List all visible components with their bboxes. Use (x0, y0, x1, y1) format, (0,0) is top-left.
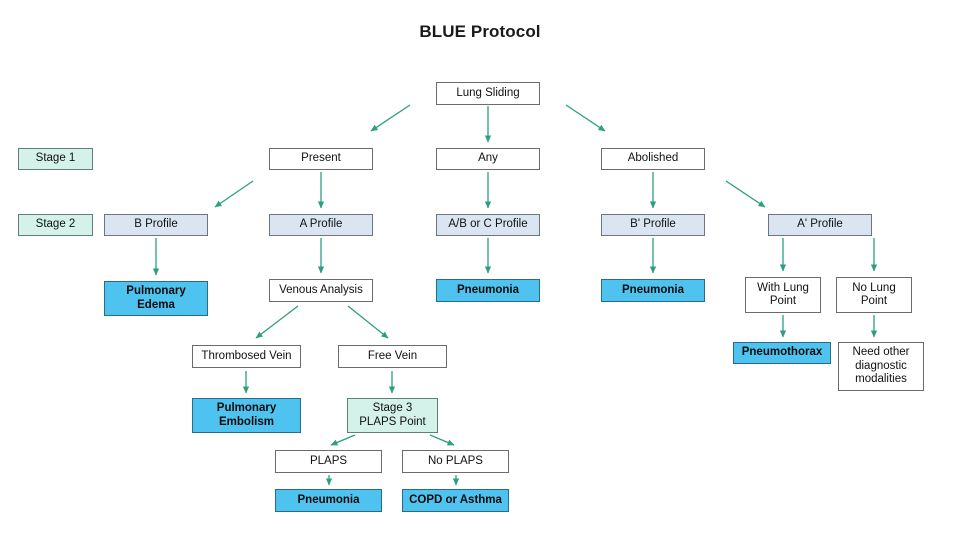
node-no_lung_point[interactable]: No Lung Point (836, 277, 912, 313)
node-free_vein[interactable]: Free Vein (338, 345, 447, 368)
node-stage3_plaps[interactable]: Stage 3 PLAPS Point (347, 398, 438, 433)
node-ab_or_c_profile[interactable]: A/B or C Profile (436, 214, 540, 236)
node-with_lung_point[interactable]: With Lung Point (745, 277, 821, 313)
node-pneumonia_c[interactable]: Pneumonia (436, 279, 540, 302)
node-thrombosed_vein[interactable]: Thrombosed Vein (192, 345, 301, 368)
edge-stage3_plaps-to-no_plaps (429, 434, 455, 446)
edge-venous_analysis-to-free_vein (347, 305, 389, 339)
node-pulmonary_embolism[interactable]: Pulmonary Embolism (192, 398, 301, 433)
edge-lung_sliding-to-abolished (565, 104, 606, 132)
node-need_other[interactable]: Need other diagnostic modalities (838, 342, 924, 391)
edge-venous_analysis-to-thrombosed_vein (255, 305, 299, 339)
node-stage2[interactable]: Stage 2 (18, 214, 93, 236)
node-copd_or_asthma[interactable]: COPD or Asthma (402, 489, 509, 512)
node-venous_analysis[interactable]: Venous Analysis (269, 279, 373, 302)
edge-lung_sliding-to-present (370, 104, 411, 132)
page-title: BLUE Protocol (419, 22, 541, 41)
node-present[interactable]: Present (269, 148, 373, 170)
node-pulmonary_edema[interactable]: Pulmonary Edema (104, 281, 208, 316)
node-pneumonia_plaps[interactable]: Pneumonia (275, 489, 382, 512)
node-b_prime_profile[interactable]: B' Profile (601, 214, 705, 236)
node-no_plaps[interactable]: No PLAPS (402, 450, 509, 473)
node-a_profile[interactable]: A Profile (269, 214, 373, 236)
node-b_profile[interactable]: B Profile (104, 214, 208, 236)
node-any[interactable]: Any (436, 148, 540, 170)
edge-present-to-b_profile (214, 180, 254, 208)
node-a_prime_profile[interactable]: A' Profile (768, 214, 872, 236)
node-stage1[interactable]: Stage 1 (18, 148, 93, 170)
edge-abolished-to-a_prime_profile (725, 180, 766, 208)
edge-stage3_plaps-to-plaps (330, 434, 356, 446)
node-plaps[interactable]: PLAPS (275, 450, 382, 473)
node-pneumothorax[interactable]: Pneumothorax (733, 342, 831, 364)
node-pneumonia_bprime[interactable]: Pneumonia (601, 279, 705, 302)
node-lung_sliding[interactable]: Lung Sliding (436, 82, 540, 105)
node-abolished[interactable]: Abolished (601, 148, 705, 170)
